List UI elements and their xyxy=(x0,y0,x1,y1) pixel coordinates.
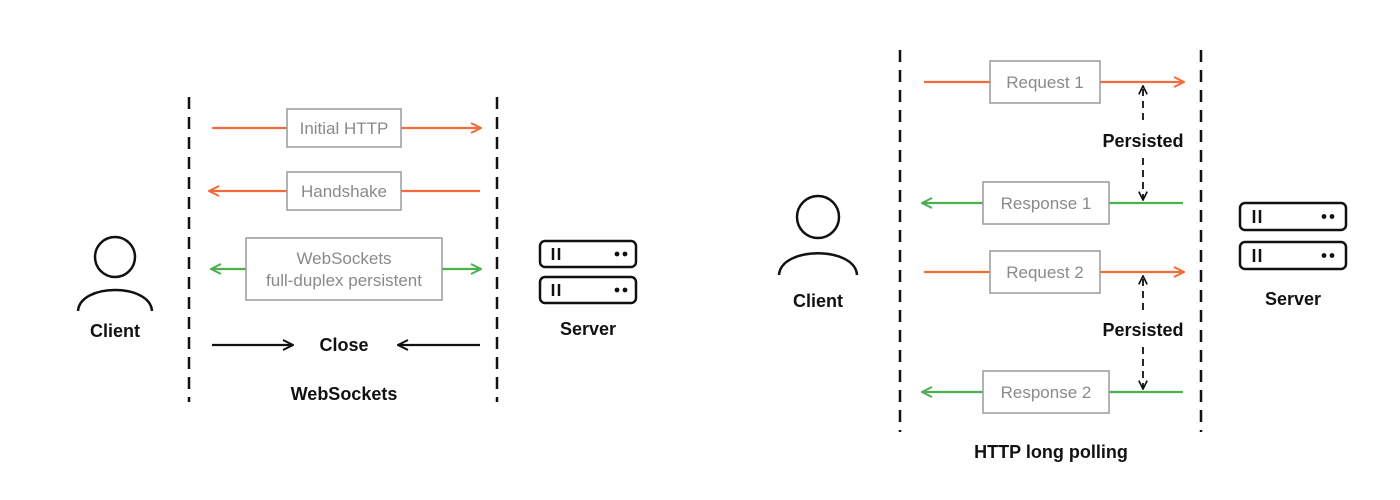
lp-client-label: Client xyxy=(793,291,843,311)
lp-response-1-box xyxy=(982,181,1110,225)
websockets-diagram: Client Initial HTTP Handshake WebSockets… xyxy=(76,97,638,404)
person-icon xyxy=(777,194,859,276)
ws-client-label: Client xyxy=(90,321,140,341)
ws-handshake-label: Handshake xyxy=(301,182,387,201)
lp-caption: HTTP long polling xyxy=(974,442,1128,462)
lp-response-1-label: Response 1 xyxy=(1001,194,1092,213)
lp-persisted-1-label: Persisted xyxy=(1102,131,1183,151)
ws-initial-http-box xyxy=(286,108,402,148)
lp-response-2-label: Response 2 xyxy=(1001,383,1092,402)
ws-initial-http-label: Initial HTTP xyxy=(300,119,389,138)
ws-close-label: Close xyxy=(319,335,368,355)
lp-response-2-box xyxy=(982,370,1110,414)
lp-request-1-label: Request 1 xyxy=(1006,73,1084,92)
ws-duplex-label-line1: WebSockets xyxy=(296,249,391,268)
lp-request-1-box xyxy=(989,60,1101,104)
ws-duplex-label-line2: full-duplex persistent xyxy=(266,271,422,290)
ws-server-label: Server xyxy=(560,319,616,339)
server-icon xyxy=(1238,201,1348,271)
lp-request-2-box xyxy=(989,250,1101,294)
server-icon xyxy=(538,239,638,305)
lp-request-2-label: Request 2 xyxy=(1006,263,1084,282)
ws-duplex-box xyxy=(245,237,443,301)
lp-persisted-2-label: Persisted xyxy=(1102,320,1183,340)
ws-caption: WebSockets xyxy=(291,384,398,404)
person-icon xyxy=(76,235,154,312)
lp-server-label: Server xyxy=(1265,289,1321,309)
long-polling-diagram: Client Request 1 Persisted Response 1 Re… xyxy=(777,50,1348,462)
ws-handshake-box xyxy=(286,171,402,211)
